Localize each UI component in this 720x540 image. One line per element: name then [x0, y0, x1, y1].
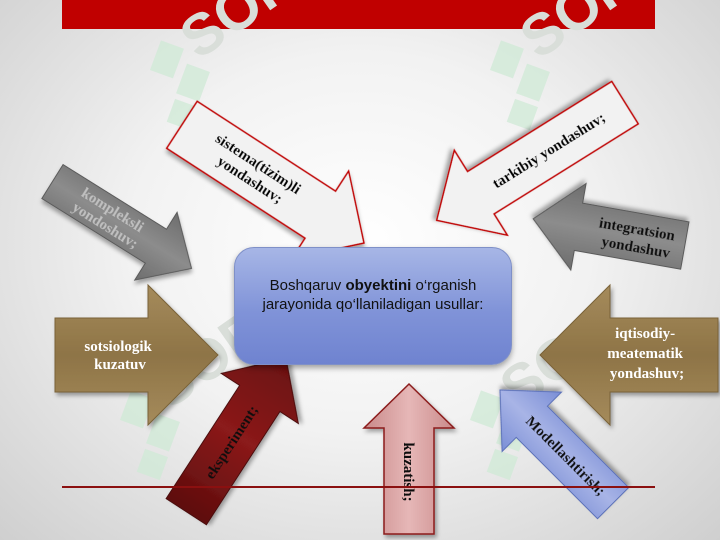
arrow-integratsion: integratsion yondashuv [532, 182, 690, 272]
arrow-sistema: sistema(tizim)li yondashuv; [165, 100, 365, 260]
label-sotsiologik-1: sotsiologik [84, 339, 152, 355]
label-kuzatish: kuzatish; [400, 442, 416, 501]
svg-text:sotsiologik kuzatuv: sotsiologik kuzatuv [84, 339, 155, 373]
label-iqtisodiy-3: yondashuv; [610, 366, 684, 382]
arrow-kompleksli: kompleksli yondoshuv; [41, 163, 193, 281]
arrow-sotsiologik: sotsiologik kuzatuv [54, 283, 219, 427]
center-text-after: o‘rganish jarayonida qo‘llaniladigan usu… [262, 277, 484, 313]
svg-text:kuzatish;: kuzatish; [400, 442, 416, 501]
label-iqtisodiy-1: iqtisodiy- [615, 326, 675, 342]
arrow-iqtisodiy: iqtisodiy- meatematik yondashuv; [539, 283, 719, 427]
bottom-divider-line [62, 486, 655, 488]
watermark-text-2: SOF [509, 0, 644, 71]
arrow-kuzatish: kuzatish; [362, 382, 456, 535]
label-iqtisodiy-2: meatematik [607, 346, 683, 362]
svg-text:iqtisodiy- meatematik: iqtisodiy- meatematik yondashuv; [607, 326, 687, 382]
center-topic-text: Boshqaruv obyektini o‘rganish jarayonida… [245, 276, 501, 314]
center-text-bold: obyektini [345, 277, 412, 294]
watermark-text-1: SOF [169, 0, 304, 71]
center-text-before: Boshqaruv [269, 277, 346, 294]
top-title-bar [62, 0, 655, 29]
center-topic-box: Boshqaruv obyektini o‘rganish jarayonida… [234, 247, 512, 365]
label-sotsiologik-2: kuzatuv [94, 357, 146, 373]
